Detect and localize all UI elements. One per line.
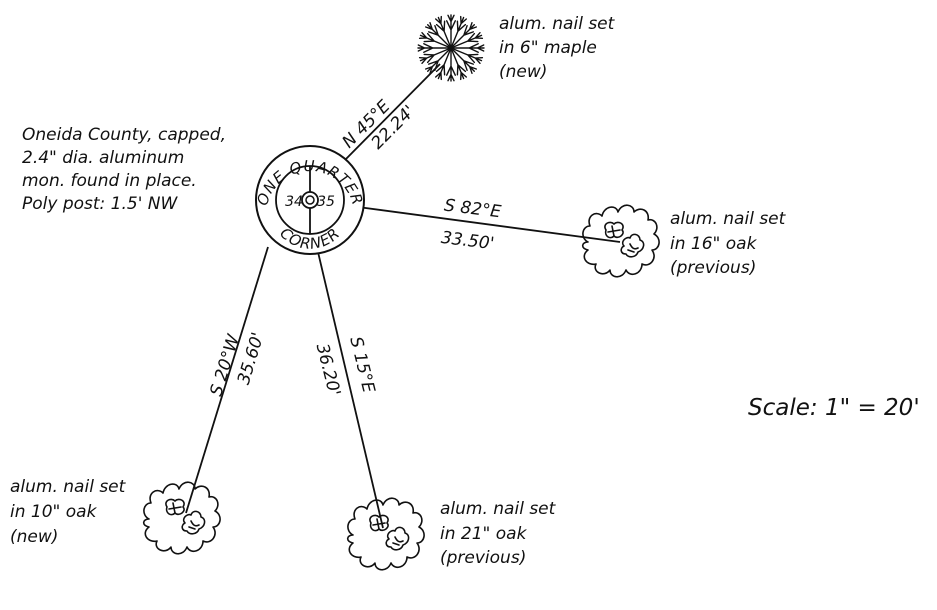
section-34-label: 34 [285, 194, 303, 210]
section-35-label: 35 [317, 194, 335, 210]
tree-label-line: (previous) [440, 548, 526, 568]
tree-label-line: alum. nail set [499, 14, 616, 34]
monument-note-line: Oneida County, capped, [22, 125, 226, 145]
scale-label: Scale: 1" = 20' [748, 395, 920, 421]
tree-label-line: (new) [499, 62, 547, 82]
monument-note-line: 2.4" dia. aluminum [22, 148, 184, 168]
tree-label-line: in 10" oak [10, 502, 98, 522]
maple-tree-icon [417, 14, 485, 82]
tree-label-line: alum. nail set [10, 477, 127, 497]
oak21-label: alum. nail set in 21" oak (previous) [440, 499, 557, 568]
tree-label-line: alum. nail set [670, 209, 787, 229]
tree-label-line: (previous) [670, 258, 756, 278]
maple-tie-line [342, 63, 441, 163]
oak16-label: alum. nail set in 16" oak (previous) [670, 209, 787, 278]
quarter-corner-monument: ONE QUARTER CORNER 34 35 [253, 145, 366, 255]
oak-tree-21in-icon [346, 497, 425, 571]
tree-label-line: in 6" maple [499, 38, 597, 58]
tie-lines [185, 63, 621, 529]
oak16-tie-line [357, 206, 621, 243]
oak10-tie-line [185, 246, 269, 514]
maple-label: alum. nail set in 6" maple (new) [499, 14, 616, 82]
oak21-tie-line [317, 251, 384, 529]
oak16-distance: 33.50' [440, 228, 495, 254]
monument-note-line: Poly post: 1.5' NW [22, 194, 179, 214]
tree-label-line: alum. nail set [440, 499, 557, 519]
tree-label-line: (new) [10, 527, 58, 547]
monument-note: Oneida County, capped, 2.4" dia. aluminu… [22, 125, 226, 214]
monument-note-line: mon. found in place. [22, 171, 197, 191]
oak-tree-10in-icon [142, 481, 221, 555]
oak16-bearing: S 82°E [443, 196, 502, 223]
oak-tree-16in-icon [581, 204, 660, 278]
oak21-distance: 36.20' [312, 341, 344, 398]
tree-label-line: in 16" oak [670, 234, 758, 254]
oak10-label: alum. nail set in 10" oak (new) [10, 477, 127, 547]
tree-label-line: in 21" oak [440, 524, 528, 544]
